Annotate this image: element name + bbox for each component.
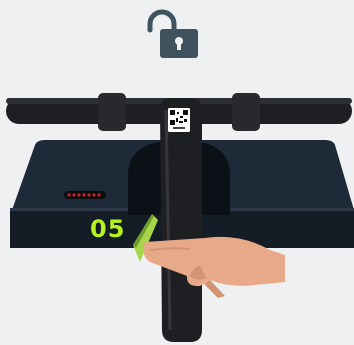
status-indicator-lights <box>64 191 106 199</box>
scooter-stem <box>160 98 202 342</box>
qr-code-sticker <box>168 108 190 132</box>
dock-number-label: 05 <box>90 215 125 243</box>
unlocked-padlock-icon <box>150 12 198 58</box>
